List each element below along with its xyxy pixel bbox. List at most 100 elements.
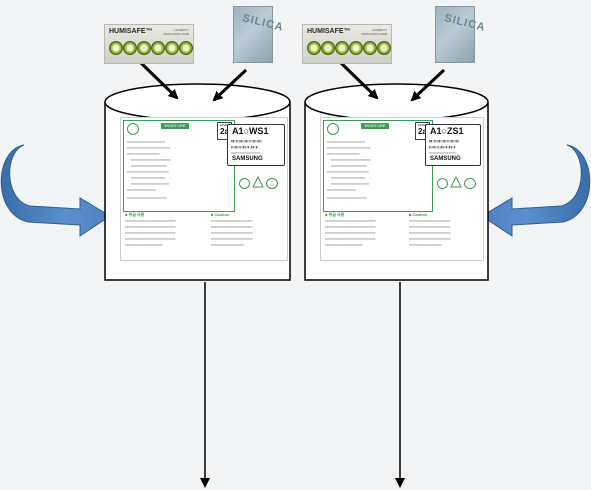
- humidity-dot: [335, 41, 349, 55]
- label-line: ━━━━━━━━━━━━━━━━━━━━━━━: [211, 231, 253, 235]
- label-line: ━━━━━━━━━━━━━━━━━━━━━━━━━━━━: [125, 231, 176, 235]
- label-line: ━━━━━━━━━━━━━━━━: [127, 188, 156, 192]
- humidity-dot: [307, 41, 321, 55]
- caution-heading: ■ Caution: [409, 212, 428, 217]
- humidity-dot: [363, 41, 377, 55]
- humidity-card-note: HUMIDITY INDICATOR CARD: [361, 28, 387, 36]
- humidity-card-note: HUMIDITY INDICATOR CARD: [163, 28, 189, 36]
- level-title: LEVEL: [417, 123, 428, 127]
- recycle-icon: [437, 178, 448, 189]
- insert-arrow-card-left: [138, 60, 179, 100]
- label-line: ━━━━━━━━━━━━━━━━━━: [211, 243, 244, 247]
- label-line: ━━━━━━━━━━━━━━━━━━━━━━━: [327, 170, 369, 174]
- label-line: ━━━━━━━━━━━━━━━━━━━━━━━━━━━━: [325, 219, 376, 223]
- barcode-line: ━━━━━━━━━━━━━━━: [429, 151, 457, 155]
- brand-text: SAMSUNG: [430, 156, 461, 162]
- label-line: ━━━━━━━━━━━━━━━━━━━━━━━━━━━━: [125, 219, 176, 223]
- moisture-symbol-icon: [327, 123, 339, 135]
- silica-desiccant-right: SILICA: [435, 6, 487, 63]
- humidity-dot: [349, 41, 363, 55]
- humidity-card-brand: HUMISAFE™: [109, 28, 153, 35]
- label-line: ━━━━━━━━━━━━━━━━━━━━━: [125, 243, 163, 247]
- humidity-dot: [123, 41, 137, 55]
- label-line: ━━━━━━━━━━━━━━━━━━━━━━━━: [327, 146, 371, 150]
- label-header: MOISTURE SENSITIVE: [161, 123, 189, 133]
- label-line: ━━━━━━━━━━━━━━━━━━━━━━━: [409, 219, 451, 223]
- label-line: ━━━━━━━━━━━━━━━━━━━: [131, 176, 166, 180]
- label-line: ━━━━━━━━━━━━━━━━━━━━━━━: [127, 170, 169, 174]
- label-line: ━━━━━━━━━━━━━━━━━━━━━━: [331, 158, 371, 162]
- model-number: A1○WS1: [232, 126, 269, 136]
- korean-heading: ■ 취급 사용: [325, 212, 345, 217]
- silica-desiccant-left: SILICA: [233, 6, 285, 63]
- label-line: ━━━━━━━━━━━━━━━━━━━: [331, 176, 366, 180]
- rotation-arrow-left: [0, 144, 111, 237]
- insert-arrow-silica-left: [212, 68, 248, 102]
- barcode-line: ━━━━━━━━━━━━━━━━: [231, 151, 260, 155]
- humidity-dot: [151, 41, 165, 55]
- model-box: A1○ZS1 ▮▮▯▮▯▮▮▯▮▮▯▮▯▮▮▯▮▮ ▮▯▮▮▯▮▯▮▮▯▮▯▮▮…: [425, 124, 481, 166]
- label-line: ━━━━━━━━━━━━━━━━━━━━━━━: [211, 237, 253, 241]
- label-line: ━━━━━━━━━━━━━━━━━━━━━━━: [409, 231, 451, 235]
- label-line: ━━━━━━━━━━━━━━━━━━━━━━━━━━━━: [325, 237, 376, 241]
- label-line: ━━━━━━━━━━━━━━━━━━: [127, 152, 160, 156]
- rotation-arrow-right: [481, 144, 591, 237]
- recycle-icon: [239, 178, 250, 189]
- insert-arrow-card-right: [338, 60, 379, 100]
- humidity-indicator-card-left: HUMISAFE™ HUMIDITY INDICATOR CARD: [104, 24, 194, 64]
- label-line: ━━━━━━━━━━━━━━━━━━━━━━━━: [127, 146, 171, 150]
- humidity-indicator-card-right: HUMISAFE™ HUMIDITY INDICATOR CARD: [302, 24, 392, 64]
- humidity-dot: [109, 41, 123, 55]
- model-box: A1○WS1 ▮▮▯▮▯▮▮▯▮▮▯▮▯▮▮▯▮▮▯ ▮▯▮▮▯▮▯▮▮▯▮▯▮…: [227, 124, 285, 166]
- insert-arrow-silica-right: [410, 68, 446, 102]
- label-frame: [123, 120, 235, 212]
- humidity-dot: [179, 41, 193, 55]
- label-line: ━━━━━━━━━━━━━━━━━━━━━━━: [211, 219, 253, 223]
- esd-protective-icon: [266, 178, 278, 189]
- label-line: ━━━━━━━━━━━━━━━━━━━━━━━━━━━━: [125, 237, 176, 241]
- label-line: ━━━━━━━━━━━━━━━━: [327, 188, 356, 192]
- label-line: ━━━━━━━━━━━━━━━━━━━━━━━: [409, 225, 451, 229]
- label-line: ━━━━━━━━━━━━━━━━━━: [409, 243, 442, 247]
- esd-warning-icon: [252, 176, 264, 188]
- korean-heading: ■ 취급 사용: [125, 212, 145, 217]
- moisture-label-left: MOISTURE SENSITIVE LEVEL 2a ━━━━━━━━━━━━…: [120, 117, 288, 261]
- humidity-dot: [377, 41, 391, 55]
- brand-text: SAMSUNG: [232, 156, 263, 162]
- label-frame: [323, 120, 433, 212]
- model-number: A1○ZS1: [430, 126, 464, 136]
- label-header: MOISTURE SENSITIVE: [361, 123, 389, 133]
- humidity-dot: [137, 41, 151, 55]
- label-line: ━━━━━━━━━━━━━━━━━━━━━━━: [211, 225, 253, 229]
- barcode-line: ▮▮▯▮▯▮▮▯▮▮▯▮▯▮▮▯▮▮▯: [231, 139, 263, 143]
- label-line: ━━━━━━━━━━━━━━━━━━: [327, 152, 360, 156]
- humidity-dot: [321, 41, 335, 55]
- label-line: ━━━━━━━━━━━━━━━━━━━━: [331, 164, 368, 168]
- label-line: ━━━━━━━━━━━━━━━━━━━━━: [331, 182, 369, 186]
- label-line: ━━━━━━━━━━━━━━━━━━━━━: [325, 243, 363, 247]
- humidity-card-brand: HUMISAFE™: [307, 28, 351, 35]
- moisture-symbol-icon: [127, 123, 139, 135]
- label-line: ━━━━━━━━━━━━━━━━━━━━: [131, 164, 168, 168]
- barcode-line: ▮▯▮▮▯▮▯▮▮▯▮▯▮▮▯▮▯: [231, 145, 260, 149]
- humidity-dot: [165, 41, 179, 55]
- label-line: ━━━━━━━━━━━━━━━━━━━━━: [131, 182, 169, 186]
- barcode-line: ▮▯▮▮▯▮▯▮▮▯▮▯▮▮▯▮: [429, 145, 456, 149]
- label-line: ━━━━━━━━━━━━━━━━━━━━━: [127, 140, 165, 144]
- esd-protective-icon: [464, 178, 476, 189]
- label-line: ━━━━━━━━━━━━━━━━━━━━━━: [131, 158, 171, 162]
- label-line: ━━━━━━━━━━━━━━━━━━━━━━━━━━━━: [125, 225, 176, 229]
- label-line: ━━━━━━━━━━━━━━━━━━━━━━━━━━━━: [325, 231, 376, 235]
- level-title: LEVEL: [219, 123, 230, 127]
- barcode-line: ▮▮▯▮▯▮▮▯▮▮▯▮▯▮▮▯▮▮: [429, 139, 459, 143]
- label-line: ━━━━━━━━━━━━━━━━━━━━━━: [327, 196, 367, 200]
- label-line: ━━━━━━━━━━━━━━━━━━━━━━━━━━━━: [325, 225, 376, 229]
- caution-heading: ■ Caution: [211, 212, 230, 217]
- label-line: ━━━━━━━━━━━━━━━━━━━━━━━: [409, 237, 451, 241]
- label-line: ━━━━━━━━━━━━━━━━━━━━━━: [127, 196, 167, 200]
- esd-warning-icon: [450, 176, 462, 188]
- level-value: 2a: [220, 127, 229, 136]
- label-line: ━━━━━━━━━━━━━━━━━━━━━: [327, 140, 365, 144]
